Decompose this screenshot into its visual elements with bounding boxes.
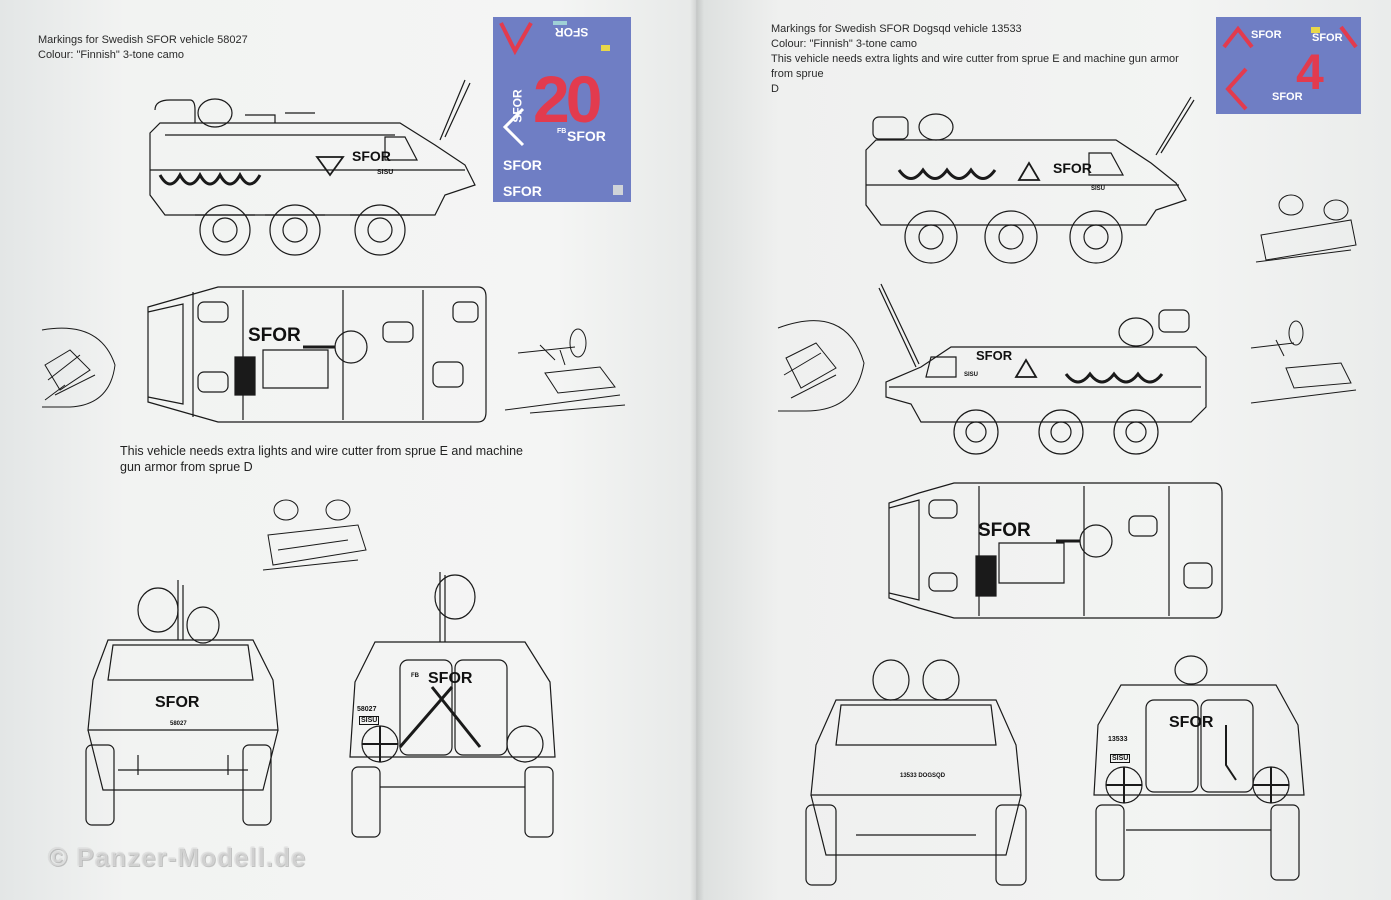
decal-sfor-5: SFOR	[503, 183, 542, 199]
decal-sfor-3: SFOR	[567, 128, 606, 144]
decal-sheet-4: 4 SFOR SFOR SFOR	[1216, 17, 1361, 114]
decal-sheet-20: 20 SFOR SFOR FB SFOR SFOR SFOR	[493, 17, 631, 202]
left-top-sfor: SFOR	[248, 325, 301, 346]
right-side-view-2	[881, 282, 1211, 452]
decal-sfor-inverted: SFOR	[555, 25, 589, 39]
right-heading-line3: This vehicle needs extra lights and wire…	[771, 53, 1179, 65]
right-heading-line1: Markings for Swedish SFOR Dogsqd vehicle…	[771, 23, 1022, 35]
right-rear-view	[1086, 655, 1311, 890]
left-rear-plate: 58027	[357, 706, 377, 713]
left-note-line1: This vehicle needs extra lights and wire…	[120, 444, 523, 458]
right-heading-line2: Colour: "Finnish" 3-tone camo	[771, 38, 917, 50]
left-mg-detail	[500, 325, 630, 415]
decal-right-sfor-3: SFOR	[1272, 91, 1303, 103]
left-heading: Markings for Swedish SFOR vehicle 58027 …	[38, 33, 248, 63]
left-side-sfor: SFOR	[352, 148, 391, 164]
right-side2-sisu: SISU	[964, 372, 979, 378]
right-page: Markings for Swedish SFOR Dogsqd vehicle…	[696, 0, 1391, 900]
right-front-plate: 13533 DOGSQD	[900, 773, 946, 779]
left-rear-sisu: SISU	[359, 716, 380, 725]
left-note-line2: gun armor from sprue D	[120, 460, 253, 474]
decal-number-4: 4	[1296, 44, 1324, 100]
right-side-view	[861, 95, 1201, 265]
right-rear-sisu: SISU	[1110, 754, 1131, 763]
decal-number-20: 20	[533, 62, 602, 136]
watermark: © Panzer-Modell.de	[48, 842, 307, 872]
decal-chevrons	[499, 21, 623, 195]
left-rear-view	[340, 572, 565, 842]
right-rear-plate: 13533	[1108, 736, 1128, 743]
decal-right-sfor-2: SFOR	[1312, 32, 1343, 44]
right-rear-sfor: SFOR	[1169, 714, 1214, 731]
right-top-view	[884, 478, 1224, 623]
left-lights-detail	[258, 495, 368, 575]
left-page: Markings for Swedish SFOR vehicle 58027 …	[0, 0, 696, 900]
left-heading-line2: Colour: "Finnish" 3-tone camo	[38, 49, 184, 61]
left-detail-inset	[40, 325, 120, 410]
decal-right-sfor-1: SFOR	[1251, 29, 1282, 41]
right-side2-sfor: SFOR	[976, 348, 1013, 363]
right-heading-line5: D	[771, 83, 779, 95]
left-rear-sfor: SFOR	[428, 670, 473, 687]
right-mg-detail	[1246, 318, 1361, 408]
decal-chevrons-right	[1222, 25, 1358, 111]
page-gutter	[690, 0, 704, 900]
decal-sfor-vertical: SFOR	[510, 89, 525, 123]
right-side-sisu: SISU	[1091, 186, 1106, 192]
left-front-plate: 58027	[170, 721, 187, 727]
right-detail-inset	[776, 313, 866, 413]
left-front-view	[68, 580, 298, 830]
right-heading: Markings for Swedish SFOR Dogsqd vehicle…	[771, 22, 1179, 97]
left-side-view	[145, 75, 490, 260]
left-side-sisu: SISU	[377, 169, 394, 176]
decal-prefix: FB	[557, 128, 567, 135]
right-side-sfor: SFOR	[1053, 160, 1092, 176]
decal-sfor-4: SFOR	[503, 157, 542, 173]
left-top-view	[143, 282, 488, 427]
right-lights-detail	[1251, 190, 1361, 265]
right-top-sfor: SFOR	[978, 520, 1031, 541]
right-front-view	[796, 655, 1036, 890]
left-heading-line1: Markings for Swedish SFOR vehicle 58027	[38, 34, 248, 46]
left-rear-prefix: FB	[411, 673, 419, 679]
left-note: This vehicle needs extra lights and wire…	[120, 443, 523, 475]
left-front-sfor: SFOR	[155, 694, 200, 711]
right-heading-line4: from sprue	[771, 68, 824, 80]
